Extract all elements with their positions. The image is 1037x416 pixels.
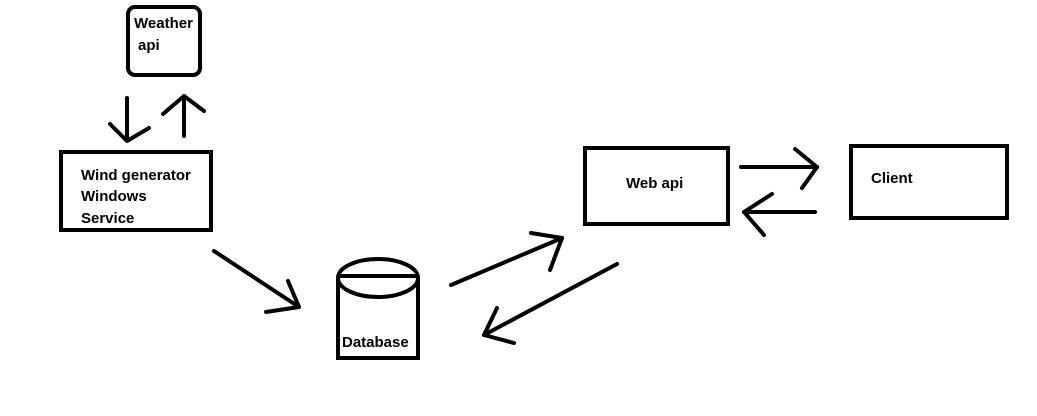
weather-api-node bbox=[126, 5, 202, 77]
arrow-client-to-webapi bbox=[742, 192, 817, 237]
arrow-weather-to-service bbox=[108, 96, 151, 143]
arrow-webapi-to-database bbox=[482, 262, 619, 345]
weather-api-label-line2: api bbox=[138, 37, 160, 54]
wind-service-label-line2: Windows bbox=[81, 188, 147, 205]
arrow-service-to-database bbox=[212, 249, 301, 314]
arrow-database-to-webapi bbox=[449, 231, 564, 287]
database-label: Database bbox=[342, 334, 409, 351]
wind-service-label-line3: Service bbox=[81, 210, 135, 227]
web-api-label: Web api bbox=[626, 175, 684, 192]
web-api-node bbox=[583, 146, 730, 226]
client-node bbox=[849, 144, 1009, 220]
wind-service-node bbox=[59, 150, 213, 232]
arrow-service-to-weather bbox=[161, 94, 206, 138]
weather-api-label-line1: Weather bbox=[134, 15, 193, 32]
client-label: Client bbox=[871, 170, 913, 187]
arrow-webapi-to-client bbox=[739, 147, 819, 190]
wind-service-label-line1: Wind generator bbox=[81, 167, 191, 184]
